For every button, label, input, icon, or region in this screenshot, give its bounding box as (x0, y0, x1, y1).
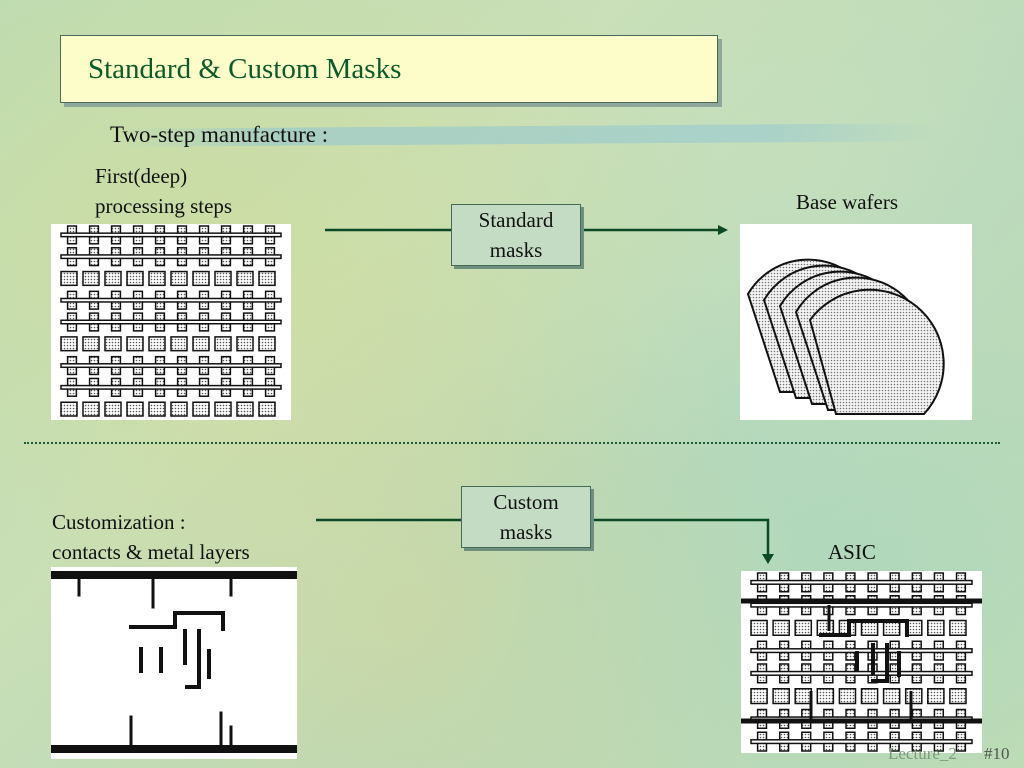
array-cell (236, 336, 254, 352)
array-cell (236, 270, 254, 287)
array-cell (192, 336, 210, 352)
array-cell (772, 619, 790, 636)
custom-masks-line2: masks (499, 520, 553, 544)
customization-label-line1: Customization : (52, 510, 186, 534)
slide-title-box: Standard & Custom Masks (60, 35, 718, 103)
metal-layer-image (49, 567, 299, 759)
array-cell (170, 401, 188, 417)
custom-masks-line1: Custom (493, 490, 559, 514)
array-band (60, 297, 282, 303)
array-cell (750, 619, 768, 636)
array-band (60, 232, 282, 238)
array-cell (82, 336, 100, 352)
arrow-to-asic (316, 518, 774, 564)
array-cell (126, 336, 144, 352)
array-cell (148, 401, 166, 417)
array-cell (860, 688, 879, 705)
array-cell (214, 270, 232, 287)
array-cell (60, 401, 78, 417)
standard-masks-line2: masks (489, 238, 543, 262)
array-cell (170, 270, 188, 287)
customization-label-line2: contacts & metal layers (52, 540, 250, 564)
standard-masks-box: Standard masks (451, 204, 581, 266)
gate-array-image (51, 224, 291, 420)
array-cell (214, 336, 232, 352)
array-cell (258, 336, 276, 352)
array-cell (104, 270, 122, 287)
array-cell (170, 336, 188, 352)
arrow-to-base-wafers (325, 225, 728, 235)
array-cell (258, 270, 276, 287)
array-cell (192, 401, 210, 417)
array-cell (927, 688, 945, 705)
array-cell (192, 270, 210, 287)
section-divider (24, 442, 1000, 444)
array-band (750, 602, 973, 608)
custom-masks-box: Custom masks (461, 486, 591, 548)
array-band (60, 319, 282, 325)
array-band (60, 254, 282, 260)
first-step-label-line2: processing steps (95, 194, 233, 218)
lecture-footer: Lecture_2 (888, 744, 957, 763)
array-cell (750, 688, 768, 705)
array-cell (126, 401, 144, 417)
array-cell (838, 688, 857, 705)
array-band (750, 579, 973, 585)
array-cell (82, 401, 100, 417)
array-cell (882, 688, 901, 705)
array-band (60, 363, 282, 369)
asic-image (741, 571, 982, 753)
array-cell (794, 688, 813, 705)
array-cell (772, 688, 790, 705)
slide-title: Standard & Custom Masks (88, 53, 402, 85)
base-wafers-label: Base wafers (796, 190, 899, 214)
slide-number: #10 (984, 744, 1010, 763)
array-cell (126, 270, 144, 287)
array-cell (794, 619, 813, 636)
asic-label: ASIC (828, 540, 876, 564)
array-band (750, 739, 973, 745)
array-band (750, 670, 973, 676)
array-cell (236, 401, 254, 417)
array-cell (816, 688, 835, 705)
array-cell (258, 401, 276, 417)
subtitle: Two-step manufacture : (110, 122, 329, 147)
array-cell (927, 619, 945, 636)
array-cell (60, 336, 78, 352)
array-band (60, 384, 282, 390)
array-cell (104, 336, 122, 352)
array-band (750, 648, 973, 654)
first-step-label-line1: First(deep) (95, 164, 188, 188)
base-wafers-image (740, 224, 972, 420)
array-cell (104, 401, 122, 417)
array-cell (148, 336, 166, 352)
standard-masks-line1: Standard (478, 208, 554, 232)
array-cell (904, 688, 923, 705)
array-cell (148, 270, 166, 287)
array-cell (949, 619, 967, 636)
array-cell (60, 270, 78, 287)
array-cell (82, 270, 100, 287)
array-cell (949, 688, 967, 705)
array-cell (214, 401, 232, 417)
